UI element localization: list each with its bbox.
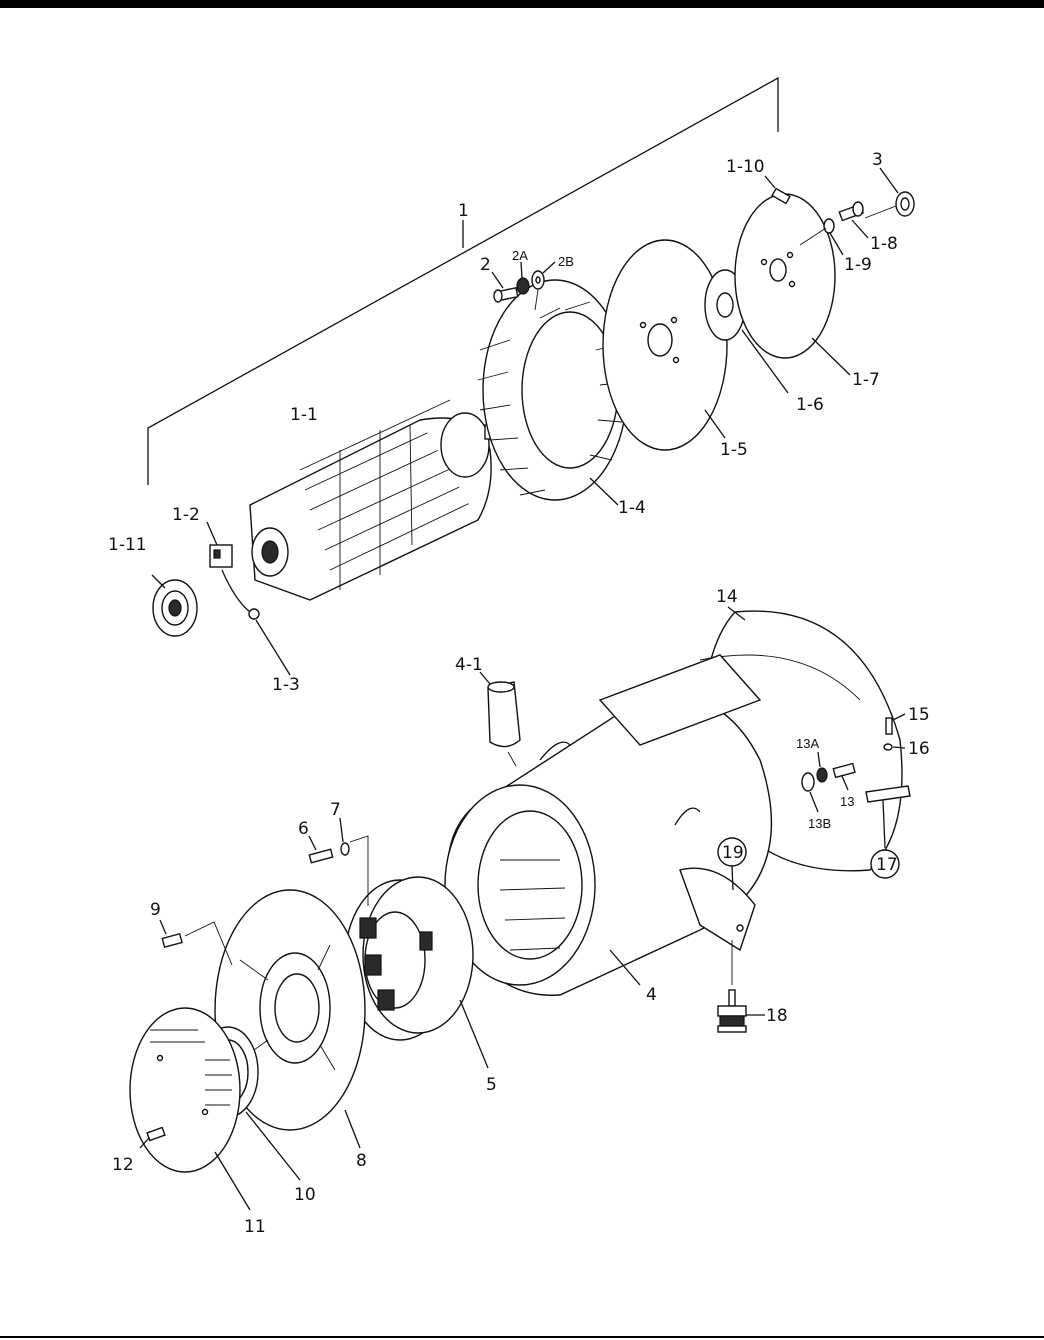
washer-2b [531, 261, 556, 311]
label-1-8: 1-8 [870, 234, 898, 254]
washer-7 [339, 817, 369, 906]
label-13: 13 [840, 794, 854, 809]
nut-3 [864, 167, 915, 219]
label-4: 4 [646, 985, 657, 1005]
label-3: 3 [872, 150, 883, 170]
screw-12 [139, 1126, 166, 1149]
label-1-2: 1-2 [172, 505, 200, 525]
key-1-10 [764, 175, 791, 205]
assembly-bracket-1 [147, 76, 779, 485]
label-11: 11 [244, 1217, 266, 1237]
bottom-rule [0, 1336, 1044, 1338]
label-1-1: 1-1 [290, 405, 318, 425]
top-rule [0, 0, 1044, 8]
label-4-1: 4-1 [455, 655, 483, 675]
label-8: 8 [356, 1151, 367, 1171]
cap-4-1 [479, 671, 521, 767]
label-13a: 13A [796, 736, 819, 751]
bolt-13 [832, 762, 856, 791]
bearing-1-11 [151, 574, 198, 637]
washer-16 [883, 743, 906, 751]
bolt-1-8 [838, 201, 869, 239]
label-2a: 2A [512, 248, 528, 263]
label-16: 16 [908, 739, 930, 759]
label-1-5: 1-5 [720, 440, 748, 460]
bolt-6 [308, 835, 334, 864]
callout-19 [717, 837, 747, 891]
fan-1-4 [477, 279, 628, 506]
bolt-9 [159, 919, 233, 966]
lead-ring-1-3 [221, 569, 291, 676]
screw-15 [885, 713, 906, 735]
label-1-3: 1-3 [272, 675, 300, 695]
label-12: 12 [112, 1155, 134, 1175]
clamp-17 [865, 785, 911, 879]
bolt-2 [491, 271, 519, 303]
washer-1-9 [799, 218, 844, 256]
label-5: 5 [486, 1075, 497, 1095]
label-19: 19 [722, 843, 744, 863]
label-18: 18 [766, 1006, 788, 1026]
label-1: 1 [458, 201, 469, 221]
plate-1-5 [602, 239, 728, 451]
label-7: 7 [330, 800, 341, 820]
washer-2a [516, 261, 530, 295]
label-1-9: 1-9 [844, 255, 872, 275]
brush-holder-1-2 [206, 521, 233, 568]
label-1-11: 1-11 [108, 535, 147, 555]
mount-18 [717, 989, 765, 1033]
washer-13a [816, 751, 828, 783]
label-2: 2 [480, 255, 491, 275]
label-15: 15 [908, 705, 930, 725]
label-17: 17 [876, 855, 898, 875]
label-6: 6 [298, 819, 309, 839]
label-1-7: 1-7 [852, 370, 880, 390]
label-1-10: 1-10 [726, 157, 765, 177]
housing-4 [444, 654, 773, 996]
label-2b: 2B [558, 254, 574, 269]
part-labels: 1 1-1 1-2 1-3 1-4 1-5 1-6 1-7 1-8 1-9 1-… [108, 150, 930, 1237]
label-1-6: 1-6 [796, 395, 824, 415]
rotor-1-1 [249, 399, 498, 601]
label-9: 9 [150, 900, 161, 920]
stator-5 [344, 876, 489, 1069]
disc-1-7 [734, 193, 851, 376]
label-10: 10 [294, 1185, 316, 1205]
washer-13b [801, 772, 819, 813]
label-14: 14 [716, 587, 738, 607]
label-1-4: 1-4 [618, 498, 646, 518]
label-13b: 13B [808, 816, 831, 831]
